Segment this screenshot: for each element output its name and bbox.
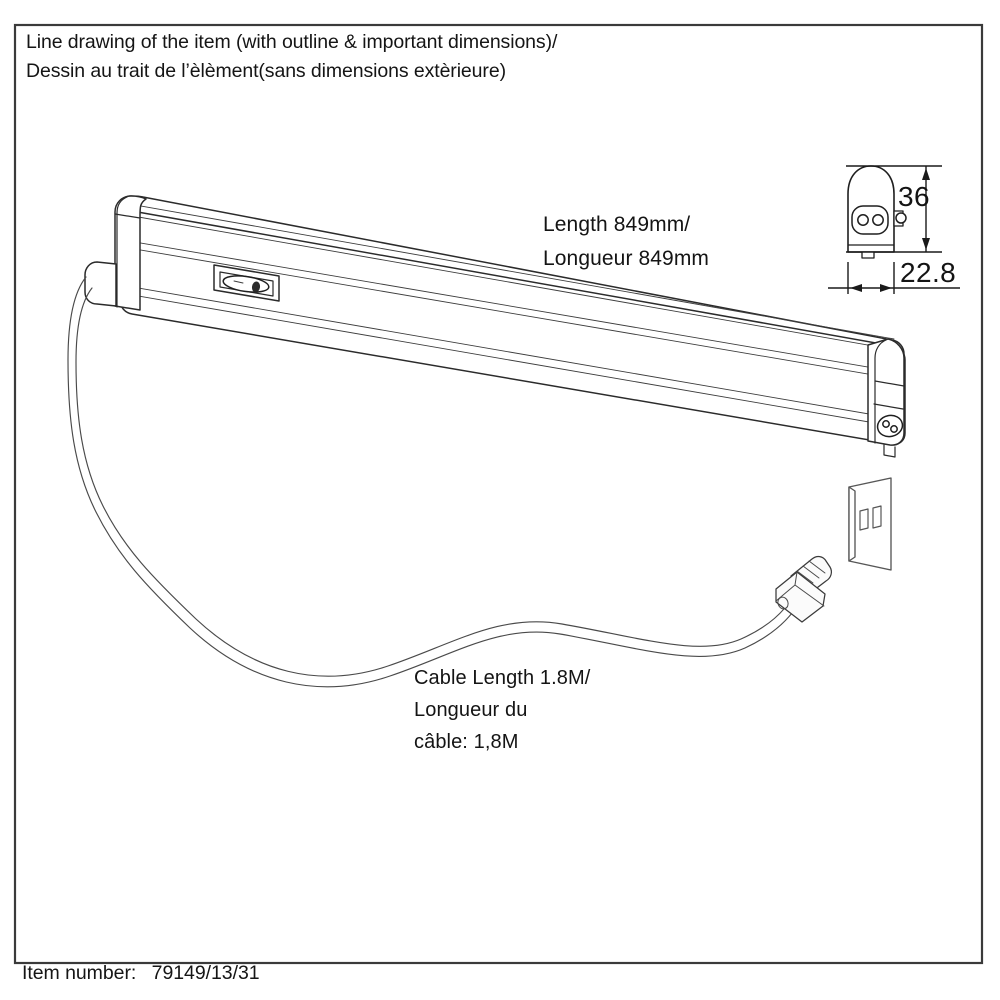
power-plug — [775, 555, 832, 623]
right-end-cap-seam-2 — [873, 403, 904, 410]
header-line-en: Line drawing of the item (with outline &… — [26, 31, 558, 53]
cross-section-socket-hole-1 — [857, 214, 869, 226]
cross-section-socket-hole-2 — [872, 214, 884, 226]
dim-228-arrow-left — [850, 284, 862, 292]
fixture-assembly — [84, 195, 906, 458]
cable-gland — [84, 261, 117, 307]
dimension-label-width: 22.8 — [900, 257, 957, 288]
item-number: Item number: 79149/13/31 — [22, 962, 260, 985]
dimension-label-height: 36 — [898, 181, 930, 212]
switch-off-mark — [233, 280, 244, 284]
drawing-sheet-border — [13, 23, 984, 965]
plug-cable-relief — [777, 596, 789, 610]
left-end-cap-seam — [114, 213, 141, 219]
right-end-cap-inner-edge — [874, 339, 887, 444]
fixture-top-edge-line — [123, 202, 895, 340]
cable-label-fr-1: Longueur du — [414, 699, 528, 721]
rocker-switch[interactable] — [213, 264, 280, 302]
fixture-groove-line-1 — [126, 214, 897, 351]
plug-body-edge-side — [794, 584, 825, 607]
length-label-fr: Longueur 849mm — [543, 247, 710, 270]
left-end-cap-inner-edge — [116, 196, 128, 308]
outlet-plate-edge — [848, 486, 856, 562]
header-line-fr: Dessin au trait de l’èlèment(sans dimens… — [26, 60, 506, 82]
fixture-groove-line-4 — [120, 284, 899, 420]
dimension-width-228 — [828, 262, 960, 294]
cross-section-side-pin — [895, 212, 907, 224]
switch-on-indicator — [251, 281, 261, 293]
dim-36-arrow-top — [922, 168, 930, 180]
cable-path-upper-edge — [67, 276, 800, 688]
item-number-label: Item number: — [22, 962, 137, 984]
cable-length-label: Cable Length 1.8M/ Longueur du câble: 1,… — [414, 662, 590, 758]
cable-label-fr-2: câble: 1,8M — [414, 731, 519, 753]
cross-section-profile — [847, 165, 907, 259]
length-label-en: Length 849mm/ — [543, 213, 691, 236]
end-connector-pin-2 — [890, 425, 898, 433]
item-number-value: 79149/13/31 — [151, 962, 260, 984]
plug-rib-1 — [796, 570, 814, 584]
plug-rib-3 — [808, 560, 826, 574]
length-label: Length 849mm/ Longueur 849mm — [543, 208, 709, 276]
right-end-cap-seam-1 — [874, 380, 905, 387]
outlet-slot-1 — [859, 508, 869, 531]
cross-section-foot — [861, 252, 875, 259]
fixture-groove-line-2 — [122, 239, 898, 373]
fixture-groove-line-3 — [122, 246, 898, 380]
outlet-slot-2 — [872, 505, 882, 529]
wall-outlet — [848, 477, 892, 571]
end-connector-pin-1 — [882, 420, 890, 428]
fixture-main-body — [119, 208, 906, 445]
dim-36-arrow-bottom — [922, 238, 930, 250]
header-description: Line drawing of the item (with outline &… — [26, 28, 746, 86]
fixture-groove-line-5 — [120, 292, 899, 428]
cable-path-lower-edge — [75, 287, 794, 677]
cable-label-en: Cable Length 1.8M/ — [414, 667, 591, 689]
power-cable — [67, 276, 800, 688]
dim-228-arrow-right — [880, 284, 892, 292]
dimension-height-36 — [846, 165, 942, 253]
plug-rib-2 — [802, 565, 820, 579]
fixture-mounting-foot — [883, 444, 896, 458]
fixture-left-end-cap — [114, 195, 147, 311]
cross-section-socket — [851, 205, 889, 235]
